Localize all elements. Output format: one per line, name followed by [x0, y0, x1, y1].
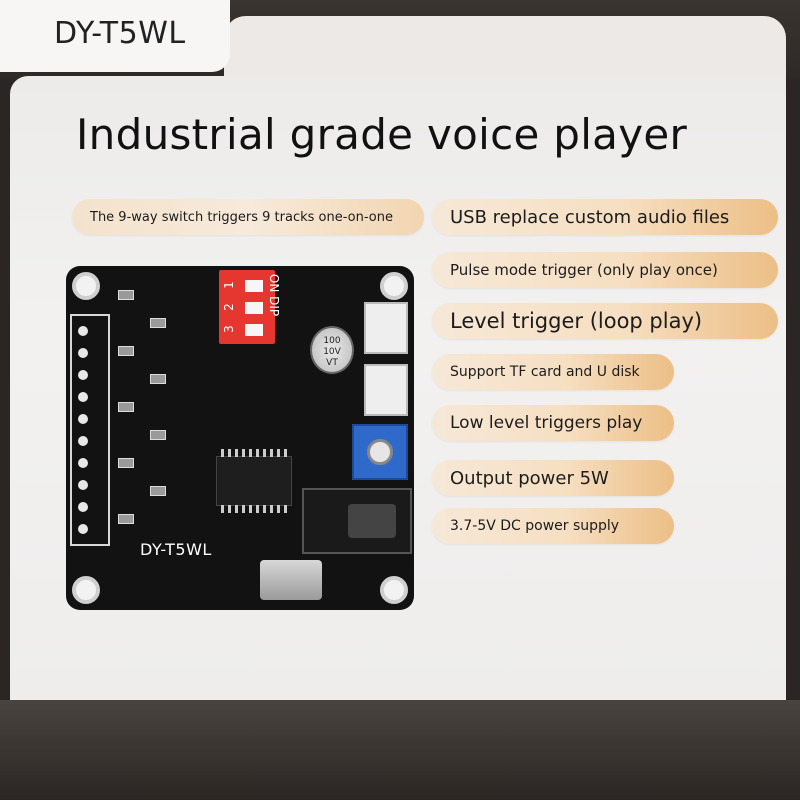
- dip-switch: 1 2 3 ON DIP: [219, 270, 281, 344]
- capacitor-text: 100: [323, 336, 341, 346]
- chip-leg: [242, 505, 245, 513]
- resistor: [118, 514, 134, 524]
- header-pin: [78, 326, 88, 336]
- feature-pill-low-level: Low level triggers play: [432, 405, 674, 441]
- feature-pill-power-supply: 3.7-5V DC power supply: [432, 508, 674, 544]
- chip-leg: [249, 449, 252, 457]
- speaker-connector: [364, 364, 408, 416]
- audio-jack: [302, 488, 412, 554]
- header-pin: [78, 414, 88, 424]
- resistor: [150, 486, 166, 496]
- chip-leg: [242, 449, 245, 457]
- resistor: [118, 458, 134, 468]
- header-pin: [78, 458, 88, 468]
- circuit-board-image: 1 2 3 ON DIP 100 10V VT DY-T5WL: [66, 266, 414, 610]
- dip-number: 3: [221, 325, 236, 333]
- speaker-connector: [364, 302, 408, 354]
- feature-pill-switch-tracks: The 9-way switch triggers 9 tracks one-o…: [72, 199, 424, 235]
- chip-leg: [277, 449, 280, 457]
- brand-name: DY-T5WL: [54, 16, 186, 51]
- capacitor-text: 10V: [323, 347, 341, 357]
- resistor: [150, 374, 166, 384]
- header-pin: [78, 392, 88, 402]
- dip-number: 2: [221, 303, 236, 311]
- volume-potentiometer: [352, 424, 408, 480]
- chip-leg: [235, 449, 238, 457]
- dip-number: 1: [221, 281, 236, 289]
- resistor: [118, 290, 134, 300]
- dip-label: ON DIP: [267, 273, 282, 317]
- chip-leg: [221, 449, 224, 457]
- resistor: [150, 430, 166, 440]
- chip-leg: [263, 449, 266, 457]
- chip-leg: [270, 505, 273, 513]
- mounting-hole: [72, 576, 100, 604]
- brand-tab: DY-T5WL: [0, 0, 230, 72]
- capacitor: 100 10V VT: [310, 326, 354, 374]
- resistor: [118, 346, 134, 356]
- capacitor-text: VT: [326, 358, 338, 368]
- header-pin: [78, 370, 88, 380]
- chip-leg: [256, 505, 259, 513]
- resistor: [150, 318, 166, 328]
- feature-pill-level-trigger: Level trigger (loop play): [432, 303, 778, 339]
- feature-text: Support TF card and U disk: [450, 364, 640, 380]
- chip-leg: [277, 505, 280, 513]
- header-pin: [78, 436, 88, 446]
- feature-pill-usb: USB replace custom audio files: [432, 199, 778, 235]
- micro-usb-port: [260, 560, 322, 600]
- feature-text: Low level triggers play: [450, 413, 643, 433]
- feature-text: Level trigger (loop play): [450, 309, 703, 333]
- feature-pill-output-power: Output power 5W: [432, 460, 674, 496]
- mounting-hole: [380, 576, 408, 604]
- resistor: [118, 402, 134, 412]
- header-pin: [78, 480, 88, 490]
- feature-pill-pulse-mode: Pulse mode trigger (only play once): [432, 252, 778, 288]
- io-header-outline: [70, 314, 110, 546]
- mounting-hole: [380, 272, 408, 300]
- feature-pill-tf-card: Support TF card and U disk: [432, 354, 674, 390]
- chip-leg: [284, 449, 287, 457]
- feature-text: The 9-way switch triggers 9 tracks one-o…: [90, 209, 393, 225]
- amplifier-chip: [216, 449, 292, 513]
- header-pin: [78, 524, 88, 534]
- mounting-hole: [72, 272, 100, 300]
- chip-leg: [249, 505, 252, 513]
- board-label: DY-T5WL: [140, 540, 212, 559]
- chip-leg: [221, 505, 224, 513]
- chip-leg: [256, 449, 259, 457]
- chip-leg: [228, 449, 231, 457]
- chip-leg: [235, 505, 238, 513]
- chip-leg: [284, 505, 287, 513]
- potentiometer-knob: [367, 439, 393, 465]
- headline: Industrial grade voice player: [76, 110, 688, 159]
- bottom-band: [0, 700, 800, 800]
- header-pin: [78, 348, 88, 358]
- feature-text: Output power 5W: [450, 467, 609, 489]
- feature-text: 3.7-5V DC power supply: [450, 518, 620, 534]
- chip-leg: [228, 505, 231, 513]
- chip-leg: [263, 505, 266, 513]
- header-pin: [78, 502, 88, 512]
- feature-text: Pulse mode trigger (only play once): [450, 261, 718, 279]
- feature-text: USB replace custom audio files: [450, 206, 730, 228]
- audio-jack-barrel: [348, 504, 396, 538]
- chip-leg: [270, 449, 273, 457]
